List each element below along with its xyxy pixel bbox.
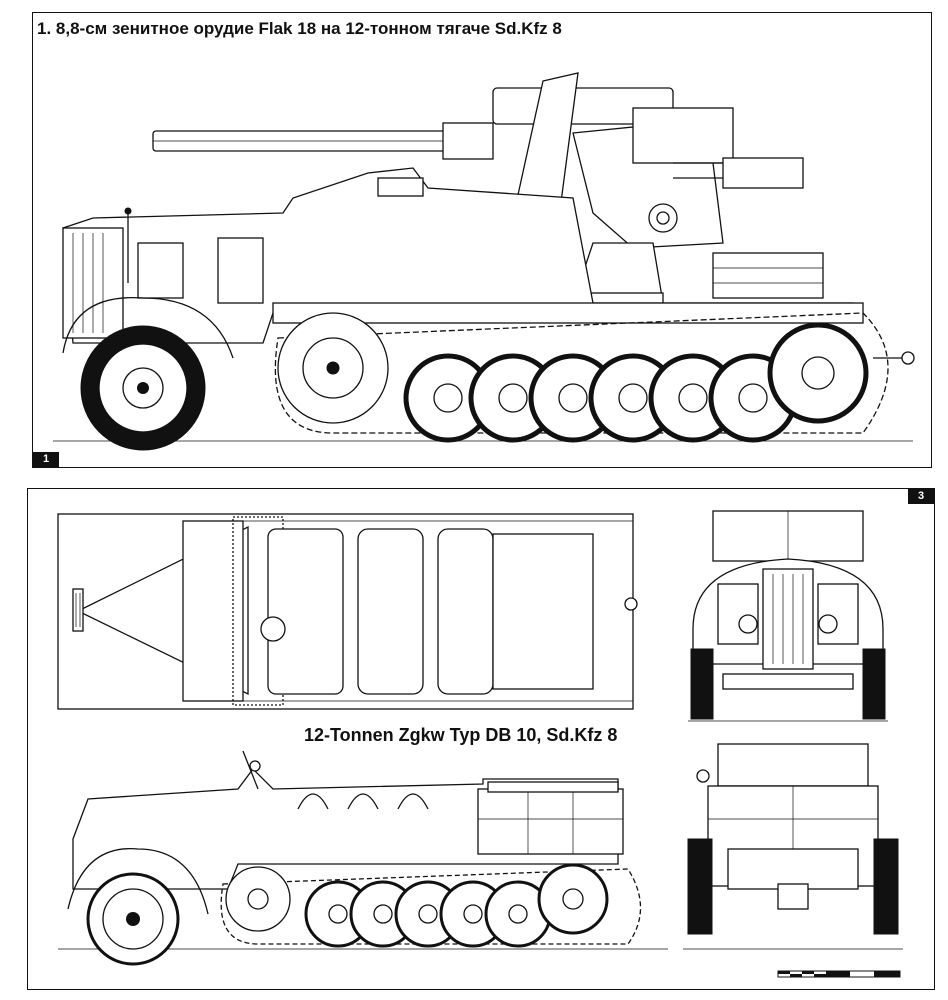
halftrack-side-view	[58, 750, 668, 966]
panel1-plate-number: 1	[33, 452, 59, 467]
halftrack-front-view	[688, 510, 888, 722]
tractor-caption: 12-Tonnen Zgkw Typ DB 10, Sd.Kfz 8	[304, 725, 618, 745]
panel-tractor-views: 3 12-Tonnen Zgkw Typ DB 10, Sd.Kfz 8	[27, 488, 935, 990]
road-wheels	[403, 322, 869, 443]
halftrack-top-view	[57, 513, 638, 710]
panel1-title: 1. 8,8-см зенитное орудие Flak 18 на 12-…	[37, 19, 562, 38]
panel3-plate-number: 3	[908, 489, 934, 504]
scale-bar	[777, 970, 901, 978]
halftrack-with-gun-side-view	[53, 72, 915, 451]
front-wheel	[80, 325, 206, 451]
panel-flak-halftrack: 1. 8,8-см зенитное орудие Flak 18 на 12-…	[32, 12, 932, 468]
halftrack-rear-view	[683, 743, 903, 950]
